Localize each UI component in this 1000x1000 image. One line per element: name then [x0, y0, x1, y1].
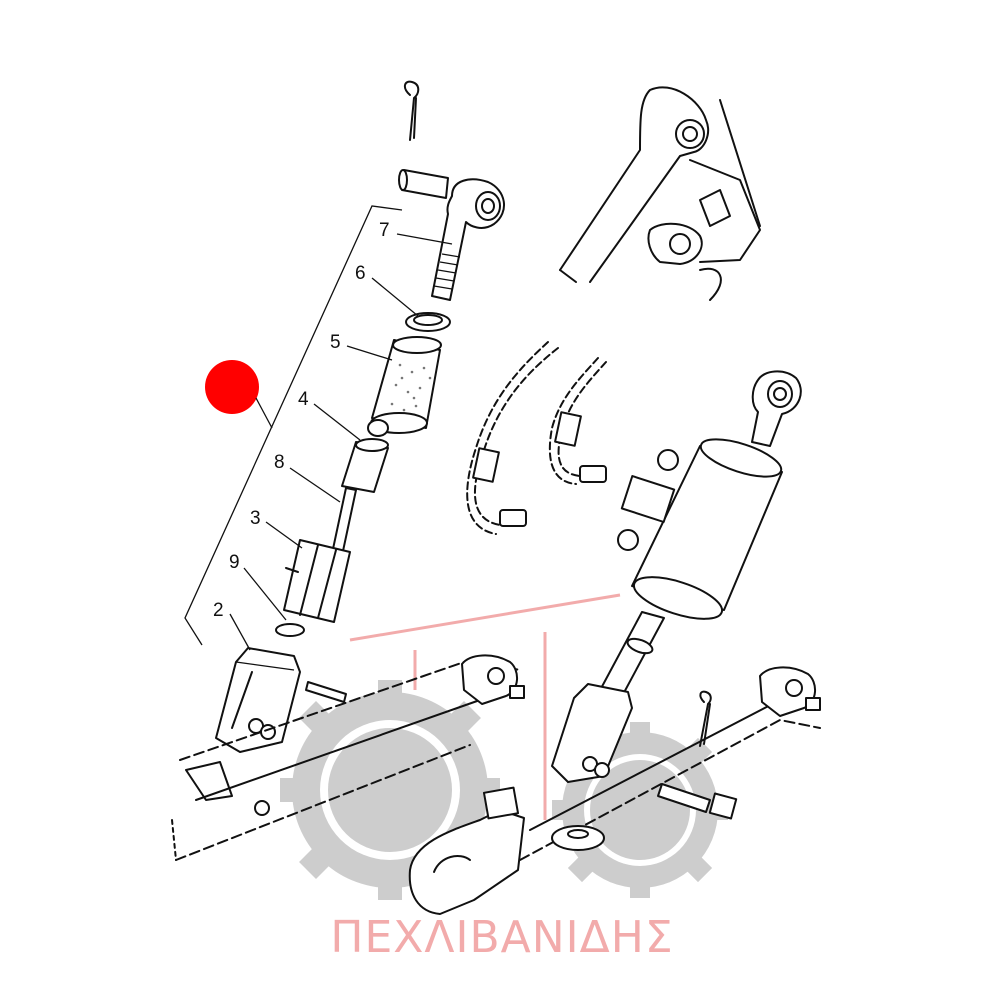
split-pin-part: [699, 690, 712, 747]
top-link-exploded-assembly: [215, 80, 505, 753]
tractor-attachment-inset: [559, 86, 761, 301]
callout-labels: 7 6 5 4 8 3 9 2: [213, 220, 390, 621]
clevis-pin-part: [398, 169, 449, 199]
callout-label: 9: [229, 552, 240, 573]
watermark-brand-text: ΠΕΧΛΙΒΑΝΙΔΗΣ: [330, 912, 673, 963]
callout-label: 2: [213, 600, 224, 621]
hydraulic-top-link-part: [551, 370, 802, 783]
sleeve-part: [367, 336, 442, 437]
washer-part: [551, 825, 605, 851]
fork-end-part: [215, 647, 301, 753]
red-marker-dot: [205, 360, 259, 414]
hook-part: [408, 786, 525, 915]
callout-label: 3: [250, 508, 261, 529]
hydraulic-hoses: [466, 341, 607, 535]
marker-leader-line: [255, 397, 273, 429]
watermark-logo: ΠΕΧΛΙΒΑΝΙΔΗΣ: [280, 593, 728, 963]
bracket-part: [759, 666, 821, 717]
assembly-bracket: [184, 205, 403, 646]
nut-part: [254, 800, 270, 816]
lock-ring-part: [405, 312, 451, 332]
tractor-linkage-frame: [171, 654, 821, 915]
callout-label: 5: [330, 332, 341, 353]
tube-part: [341, 438, 389, 493]
callout-leaders: [229, 233, 453, 651]
callout-label: 7: [379, 220, 390, 241]
callout-label: 6: [355, 263, 366, 284]
split-pin-part: [404, 80, 420, 141]
callout-label: 4: [298, 389, 309, 410]
hex-nut-part: [283, 539, 351, 623]
ball-joint-end-part: [431, 178, 505, 301]
tractor-outline-icon: [349, 593, 621, 820]
hose-fitting-part: [554, 411, 607, 483]
bracket-part: [461, 654, 525, 705]
pin-part: [305, 681, 347, 703]
pin-part: [657, 783, 738, 820]
washer-part: [275, 623, 305, 637]
callout-label: 8: [274, 452, 285, 473]
hose-fitting-part: [472, 447, 527, 527]
